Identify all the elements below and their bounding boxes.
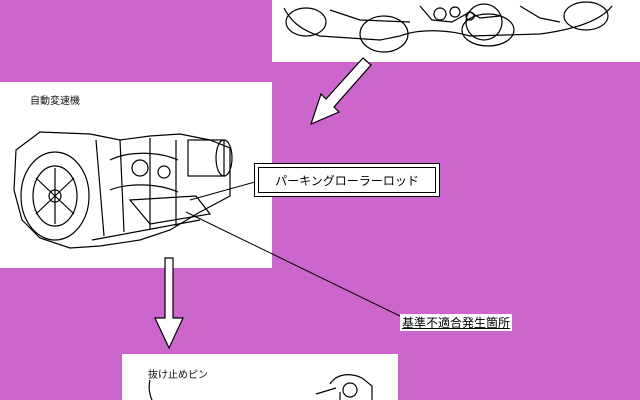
transmission-drawing bbox=[13, 131, 233, 249]
part-callout-box: パーキングローラーロッド bbox=[254, 163, 440, 197]
arrow-vehicle-to-transmission bbox=[310, 57, 372, 126]
nonconformity-location-label: 基準不適合発生箇所 bbox=[400, 314, 513, 331]
transmission-label: 自動変速機 bbox=[30, 96, 80, 107]
arrow-transmission-to-pin bbox=[154, 257, 184, 350]
vehicle-drawing bbox=[283, 1, 613, 53]
vehicle-panel bbox=[272, 0, 640, 62]
vehicle-circle-marker bbox=[465, 3, 503, 41]
retaining-pin-label: 抜け止めピン bbox=[148, 370, 208, 381]
pin-drawing bbox=[148, 374, 373, 400]
pin-panel bbox=[122, 354, 398, 400]
part-callout-label: パーキングローラーロッド bbox=[258, 167, 436, 193]
leader-lines bbox=[185, 181, 405, 319]
